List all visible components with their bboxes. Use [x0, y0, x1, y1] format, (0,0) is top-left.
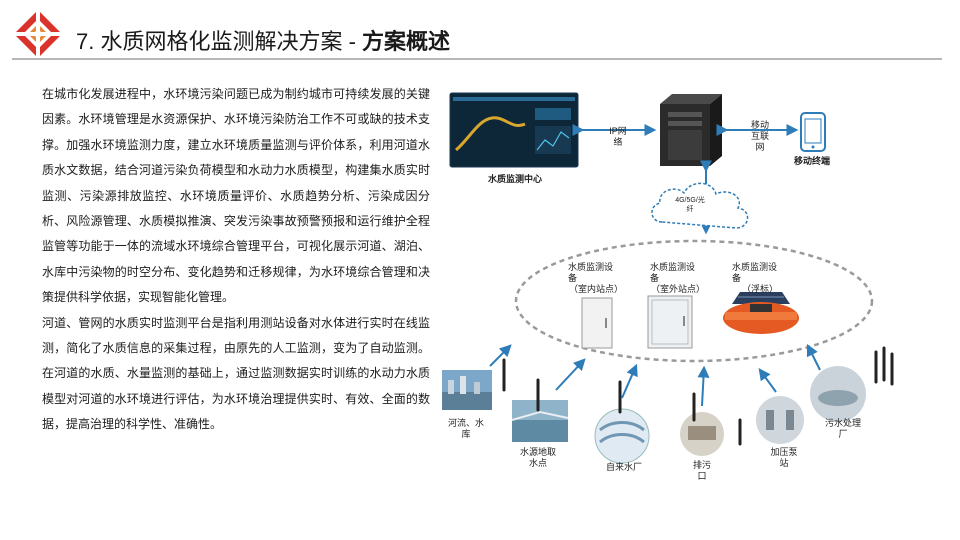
sensor-probes — [502, 346, 894, 446]
site-wastewater-plant-label: 污水处理 厂 — [824, 418, 861, 439]
overview-paragraph-1: 在城市化发展进程中，水环境污染问题已成为制约城市可持续发展的关键因素。水环境管理… — [42, 87, 430, 305]
mobile-internet-label: 移动 互联 网 — [750, 120, 769, 152]
ip-network-label: IP网 络 — [609, 126, 627, 147]
device-indoor-sublabel: （室内站点） — [568, 284, 623, 294]
buoy-station — [723, 292, 799, 334]
site-pump-station-label: 加压泵 站 — [770, 447, 798, 468]
site-river-label: 河流、水 库 — [447, 418, 484, 439]
site-outfall-label: 排污 口 — [692, 460, 711, 481]
indoor-station-cabinet — [581, 297, 613, 349]
network-cloud-label: 4G/5G/光 纤 — [675, 197, 705, 213]
device-outdoor-sublabel: （室外站点） — [650, 284, 705, 294]
title-divider — [12, 58, 942, 60]
overview-text: 在城市化发展进程中，水环境污染问题已成为制约城市可持续发展的关键因素。水环境管理… — [42, 82, 430, 438]
mobile-phone-icon — [800, 112, 826, 152]
device-buoy-sublabel: （浮标） — [741, 284, 778, 294]
device-cluster-ellipse — [514, 239, 874, 363]
page-title: 7. 水质网格化监测解决方案 - 方案概述 — [76, 24, 450, 56]
site-photo-waterworks — [594, 408, 650, 464]
network-cloud — [651, 182, 749, 229]
site-photo-outfall — [680, 412, 724, 456]
site-photo-water-source — [511, 400, 569, 442]
device-buoy-label: 水质监测设 备 — [732, 262, 778, 283]
outdoor-station-cabinet — [647, 295, 693, 349]
monitoring-center-screen — [449, 92, 579, 168]
mobile-terminal-label: 移动终端 — [793, 156, 830, 166]
device-outdoor-label: 水质监测设 备 — [650, 262, 696, 283]
monitoring-center-label: 水质监测中心 — [487, 174, 542, 184]
site-waterworks-label: 自来水厂 — [605, 462, 642, 472]
site-photo-pump-station — [756, 396, 804, 444]
server-icon — [660, 94, 722, 166]
page-title-prefix: 7. 水质网格化监测解决方案 - — [76, 29, 363, 54]
page-title-bold: 方案概述 — [362, 29, 451, 54]
device-indoor-label: 水质监测设 备 — [568, 262, 614, 283]
company-logo — [12, 8, 64, 60]
site-photo-wastewater-plant — [810, 366, 866, 422]
site-water-source-label: 水源地取 水点 — [519, 447, 556, 468]
overview-paragraph-2: 河道、管网的水质实时监测平台是指利用测站设备对水体进行实时在线监测，简化了水质信… — [42, 315, 430, 432]
site-photo-river — [442, 370, 492, 410]
